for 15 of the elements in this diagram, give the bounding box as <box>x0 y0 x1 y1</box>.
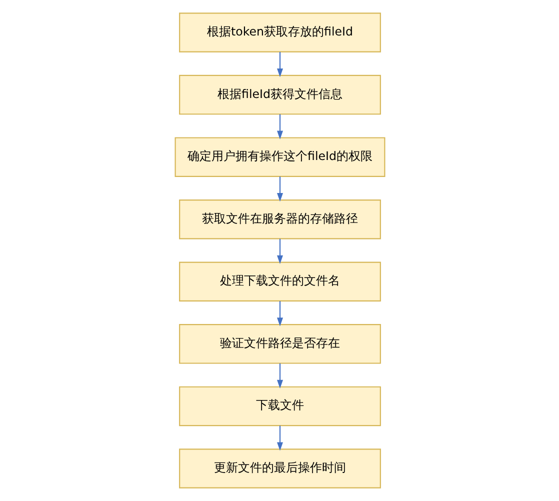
node-box: 获取文件在服务器的存储路径 <box>178 199 380 240</box>
arrow <box>276 238 283 264</box>
node-box: 下载文件 <box>178 386 380 426</box>
node-box: 确定用户拥有操作这个fileId的权限 <box>174 137 385 177</box>
arrow <box>276 114 283 140</box>
node-box: 验证文件路径是否存在 <box>178 324 380 364</box>
node-box: 更新文件的最后操作时间 <box>178 448 380 488</box>
arrow <box>276 176 283 202</box>
arrow <box>276 301 283 326</box>
arrow <box>276 426 283 451</box>
arrow <box>276 363 283 389</box>
node-box: 根据fileId获得文件信息 <box>178 74 380 115</box>
node-box: 处理下载文件的文件名 <box>178 262 380 302</box>
arrow <box>276 52 283 78</box>
node-box: 根据token获取存放的fileId <box>178 12 380 52</box>
